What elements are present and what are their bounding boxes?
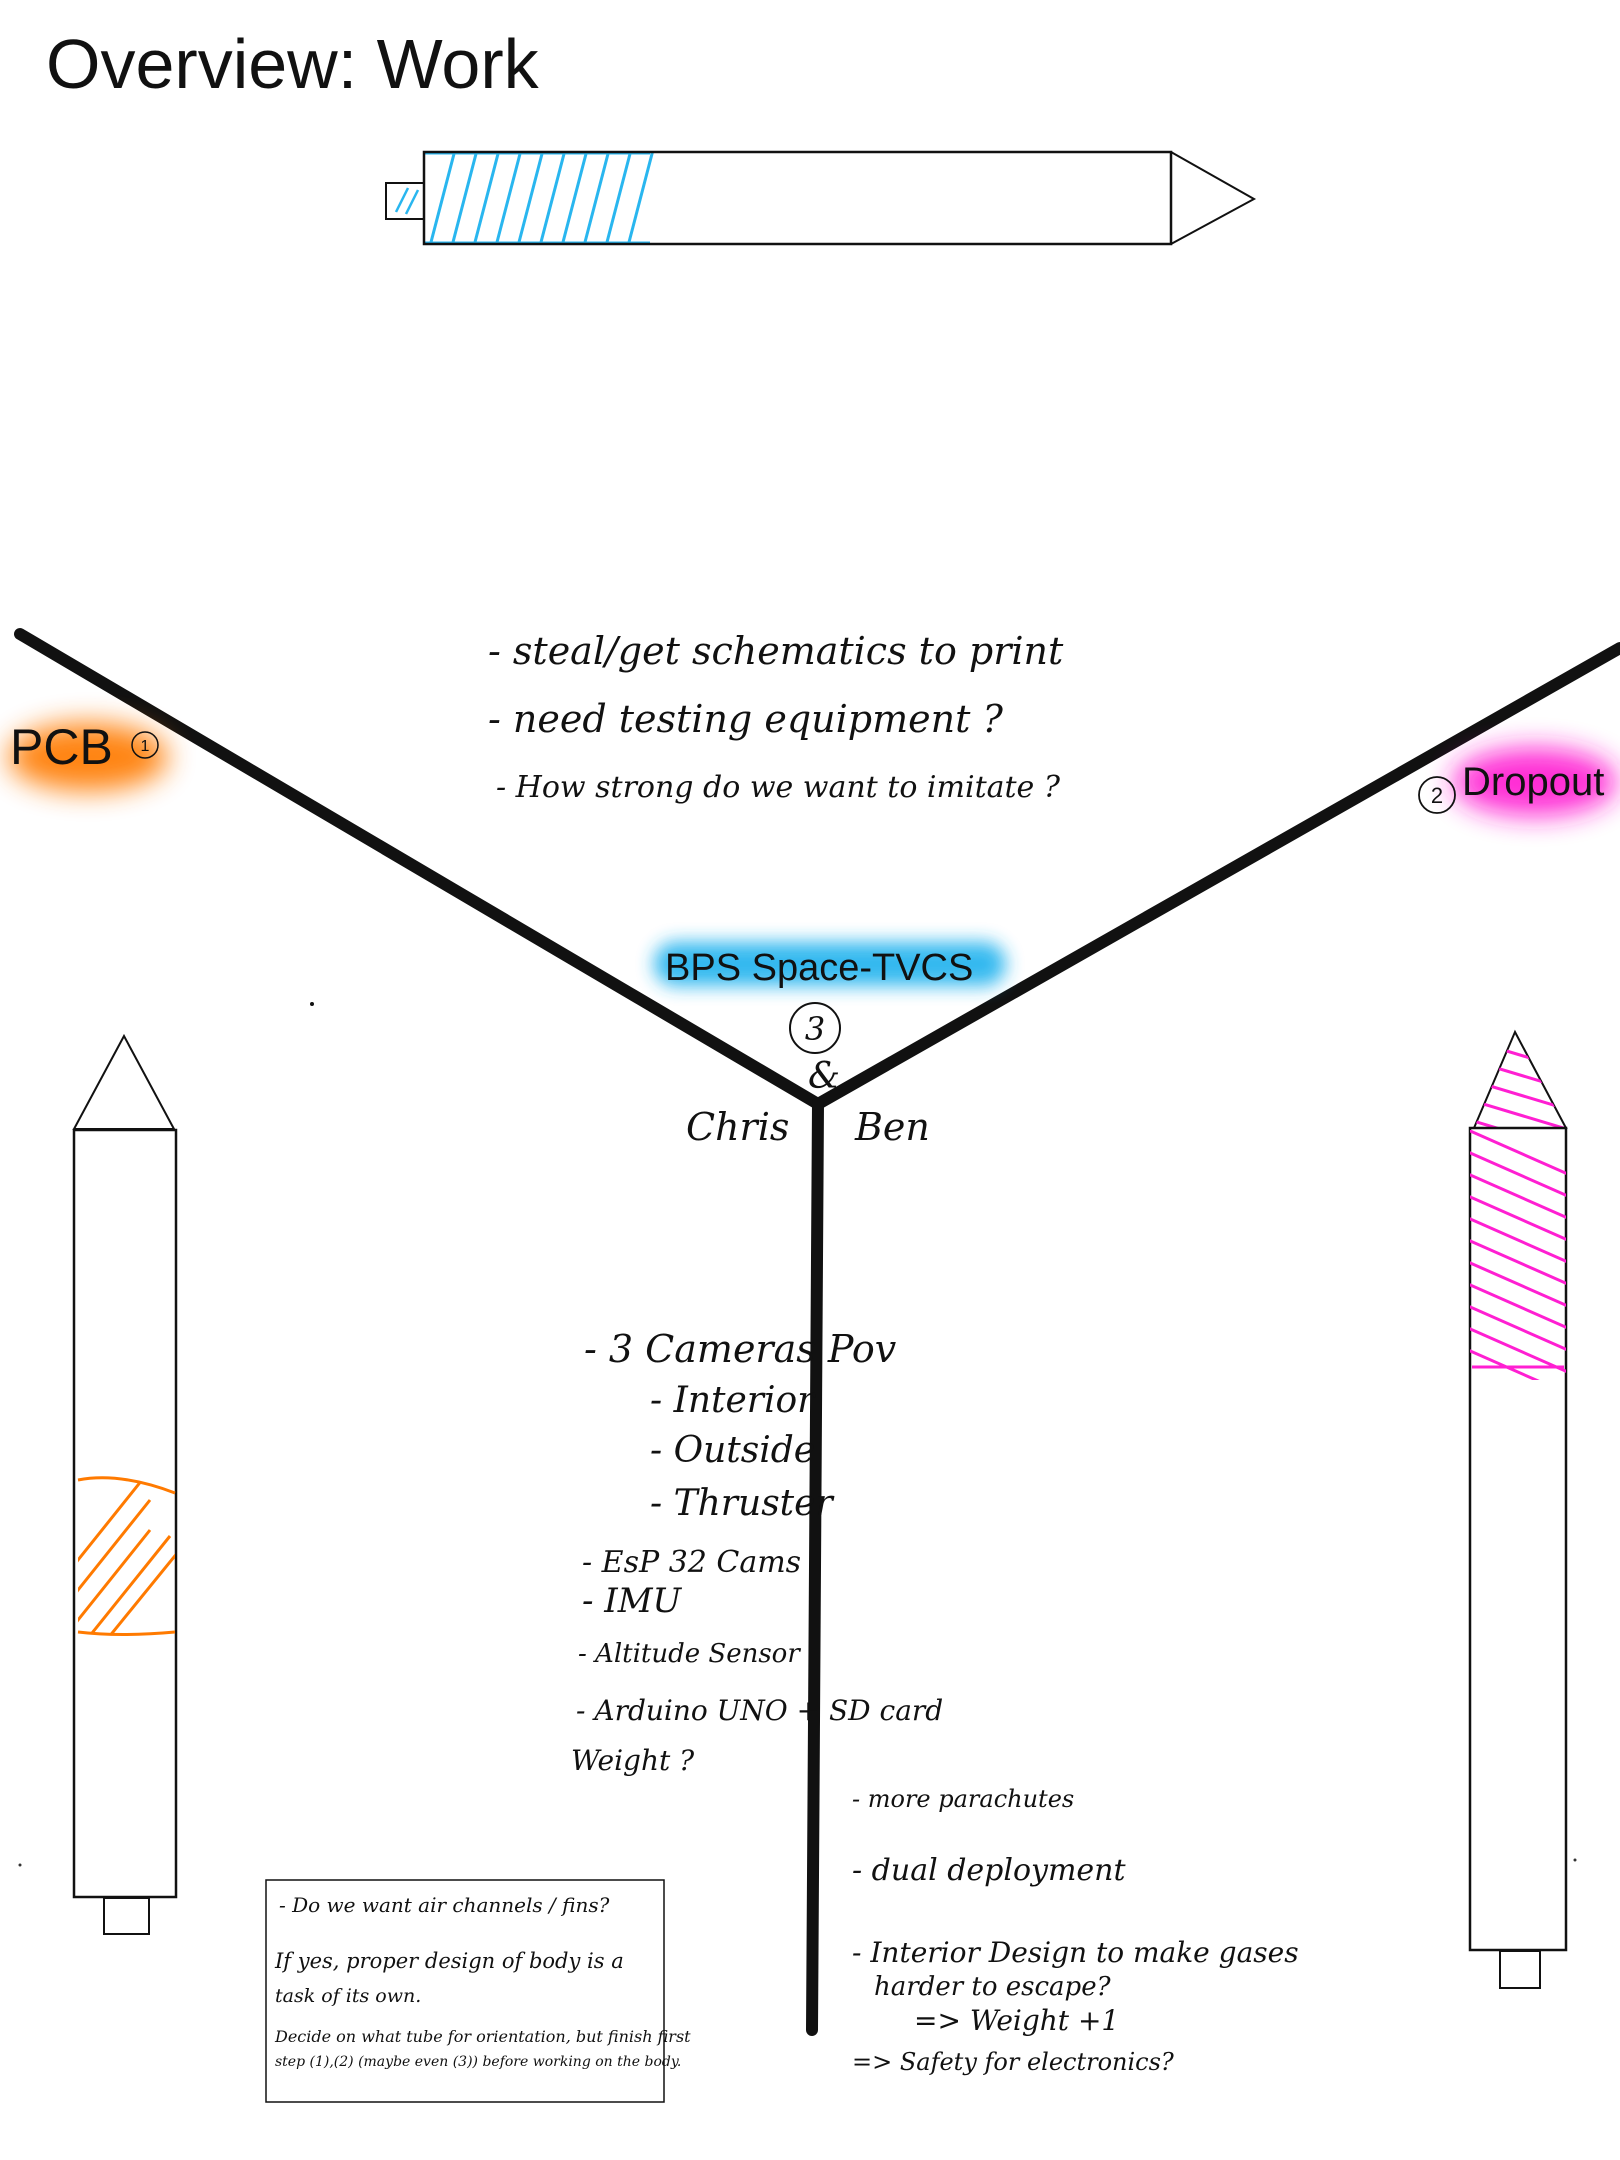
note-box: - Do we want air channels / fins? If yes… <box>265 1879 691 2103</box>
name-ben: Ben <box>854 1105 930 1149</box>
top-rocket-motor-stub <box>385 182 425 220</box>
note-camera-interior: - Interior <box>650 1380 816 1421</box>
dropout-step-circle <box>1418 776 1456 814</box>
y-divider <box>14 628 1620 2036</box>
note-how-strong: - How strong do we want to imitate ? <box>496 770 1061 805</box>
divider-left-arm <box>14 628 824 1110</box>
note-dual-deployment: - dual deployment <box>852 1853 1127 1888</box>
note-interior-design: - Interior Design to make gases <box>852 1936 1299 1969</box>
bps-label-group: BPS Space-TVCS 3 & <box>654 942 1006 1097</box>
stray-dot <box>310 1002 314 1006</box>
top-rocket-nose <box>1170 151 1257 245</box>
bps-label: BPS Space-TVCS <box>665 947 973 989</box>
right-rocket-nose-hatching <box>1474 1038 1566 1128</box>
note-box-frame <box>265 1879 665 2103</box>
box-note-if-yes: If yes, proper design of body is a <box>274 1949 624 1973</box>
note-altitude-sensor: - Altitude Sensor <box>578 1639 801 1669</box>
dropout-label: Dropout <box>1462 760 1604 804</box>
note-harder-escape: harder to escape? <box>874 1972 1112 2002</box>
camera-notes: - 3 Cameras Pov - Interior - Outside - T… <box>584 1327 897 1524</box>
left-rocket-nose <box>72 1033 176 1130</box>
recovery-notes: - more parachutes - dual deployment - In… <box>852 1785 1299 2076</box>
left-rocket-body <box>72 1128 178 1899</box>
bps-step-number: 3 <box>805 1010 825 1048</box>
left-rocket-orange-band <box>77 1476 176 1636</box>
stray-dot <box>1573 1858 1577 1862</box>
top-rocket <box>385 150 1257 246</box>
note-safety-electronics: => Safety for electronics? <box>852 2048 1174 2076</box>
top-rocket-blue-hatching <box>428 153 654 244</box>
page-title: Overview: Work <box>46 25 540 103</box>
right-rocket-motor-stub <box>1499 1950 1541 1989</box>
pcb-step-circle <box>131 731 159 759</box>
note-schematics: - steal/get schematics to print <box>488 629 1064 673</box>
divider-stem <box>806 1098 824 2036</box>
pcb-label: PCB <box>10 719 113 775</box>
left-rocket-motor-stub <box>103 1897 150 1935</box>
top-rocket-body <box>422 150 1173 246</box>
top-notes: - steal/get schematics to print - need t… <box>488 629 1064 805</box>
box-note-task: task of its own. <box>275 1985 421 2007</box>
ampersand: & <box>808 1056 840 1097</box>
dropout-step-number: 2 <box>1431 783 1443 808</box>
box-note-step: step (1),(2) (maybe even (3)) before wor… <box>275 2054 681 2070</box>
stray-dot <box>18 1863 22 1867</box>
pcb-label-group: PCB 1 <box>8 719 168 791</box>
right-rocket-magenta-hatching <box>1470 1130 1566 1380</box>
note-arduino: - Arduino UNO + SD card <box>576 1694 943 1727</box>
left-rocket <box>72 1033 178 1935</box>
note-esp32: - EsP 32 Cams <box>582 1545 801 1580</box>
dropout-label-group: Dropout 2 <box>1418 748 1617 816</box>
right-rocket <box>1468 1029 1568 1989</box>
note-cameras-heading: - 3 Cameras Pov <box>584 1327 897 1371</box>
box-note-air-channels: - Do we want air channels / fins? <box>279 1893 610 1917</box>
box-note-decide: Decide on what tube for orientation, but… <box>274 2027 691 2046</box>
right-rocket-body <box>1468 1126 1568 1952</box>
pcb-step-number: 1 <box>141 738 150 755</box>
component-notes: - EsP 32 Cams - IMU - Altitude Sensor - … <box>571 1545 943 1777</box>
divider-right-arm <box>812 642 1620 1110</box>
name-chris: Chris <box>686 1105 789 1149</box>
note-weight-plus: => Weight +1 <box>914 2004 1119 2037</box>
note-parachutes: - more parachutes <box>852 1785 1074 1813</box>
dropout-highlight <box>1453 748 1617 816</box>
note-camera-thruster: - Thruster <box>650 1483 834 1524</box>
bps-step-circle <box>789 1002 841 1054</box>
bps-highlight <box>654 942 1006 986</box>
note-camera-outside: - Outside <box>650 1430 815 1471</box>
note-weight: Weight ? <box>571 1744 695 1777</box>
note-testing-equipment: - need testing equipment ? <box>488 697 1003 741</box>
pcb-highlight <box>8 723 168 791</box>
note-imu: - IMU <box>582 1581 683 1621</box>
